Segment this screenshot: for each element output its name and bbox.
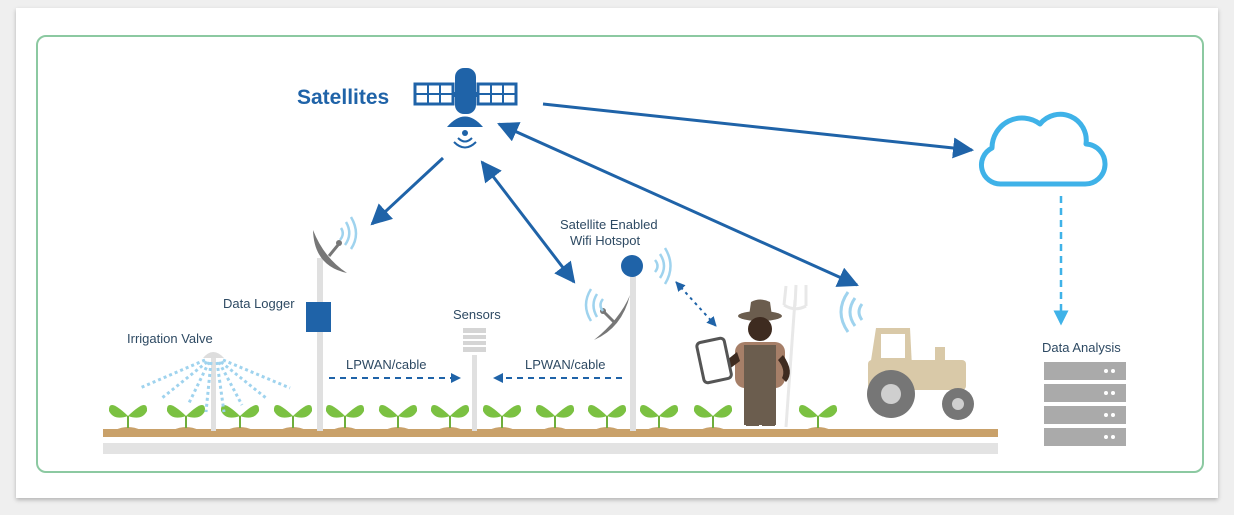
- plant-icon: [166, 405, 206, 430]
- plant-icon: [535, 405, 575, 430]
- plant-row: [108, 405, 838, 430]
- wifi-waves-icon: [839, 291, 864, 333]
- pitchfork-icon: [782, 284, 808, 428]
- irrigation-valve-label: Irrigation Valve: [127, 331, 213, 346]
- data-analysis-label: Data Analysis: [1042, 340, 1121, 355]
- lpwan-left-label: LPWAN/cable: [346, 357, 426, 372]
- plant-icon: [325, 405, 365, 430]
- hotspot-label-line1: Satellite Enabled: [560, 217, 658, 232]
- plant-icon: [273, 405, 313, 430]
- soil-strip: [103, 429, 998, 437]
- tablet-icon: [695, 336, 733, 385]
- dish-antenna-icon: [313, 230, 347, 273]
- data-logger-station: [306, 216, 358, 431]
- wifi-waves-icon: [339, 216, 358, 250]
- plant-icon: [430, 405, 470, 430]
- plant-icon: [798, 405, 838, 430]
- arrow-hotspot-farmer: [675, 281, 717, 327]
- sensors-label: Sensors: [453, 307, 501, 322]
- data-logger-box-icon: [306, 302, 331, 332]
- wifi-hotspot-station: [584, 247, 672, 431]
- farmer-icon: [722, 284, 808, 428]
- plant-icon: [220, 405, 260, 430]
- arrow-satellite-tractor: [497, 122, 859, 287]
- plant-icon: [378, 405, 418, 430]
- plant-icon: [587, 405, 627, 430]
- plant-icon: [693, 405, 733, 430]
- tractor-icon: [867, 328, 974, 420]
- plant-icon: [639, 405, 679, 430]
- ground-base: [103, 443, 998, 454]
- arrow-satellite-to-cloud: [542, 102, 975, 159]
- wifi-hotspot-icon: [621, 255, 643, 277]
- plant-icon: [482, 405, 522, 430]
- satellites-label: Satellites: [297, 86, 389, 109]
- sprinkler-icon: [139, 352, 291, 431]
- hotspot-label-line2: Wifi Hotspot: [570, 233, 640, 248]
- data-logger-label: Data Logger: [223, 296, 295, 311]
- cloud-icon: [978, 111, 1108, 187]
- arrow-satellite-to-logger: [370, 156, 445, 226]
- lpwan-right-label: LPWAN/cable: [525, 357, 605, 372]
- wifi-waves-icon: [584, 247, 672, 322]
- dish-antenna-icon: [594, 295, 630, 340]
- plant-icon: [108, 405, 148, 430]
- diagram-frame: [36, 35, 1204, 473]
- sensor-icon: [463, 328, 486, 431]
- server-rack-icon: [1044, 362, 1126, 446]
- satellite-icon: [413, 68, 518, 149]
